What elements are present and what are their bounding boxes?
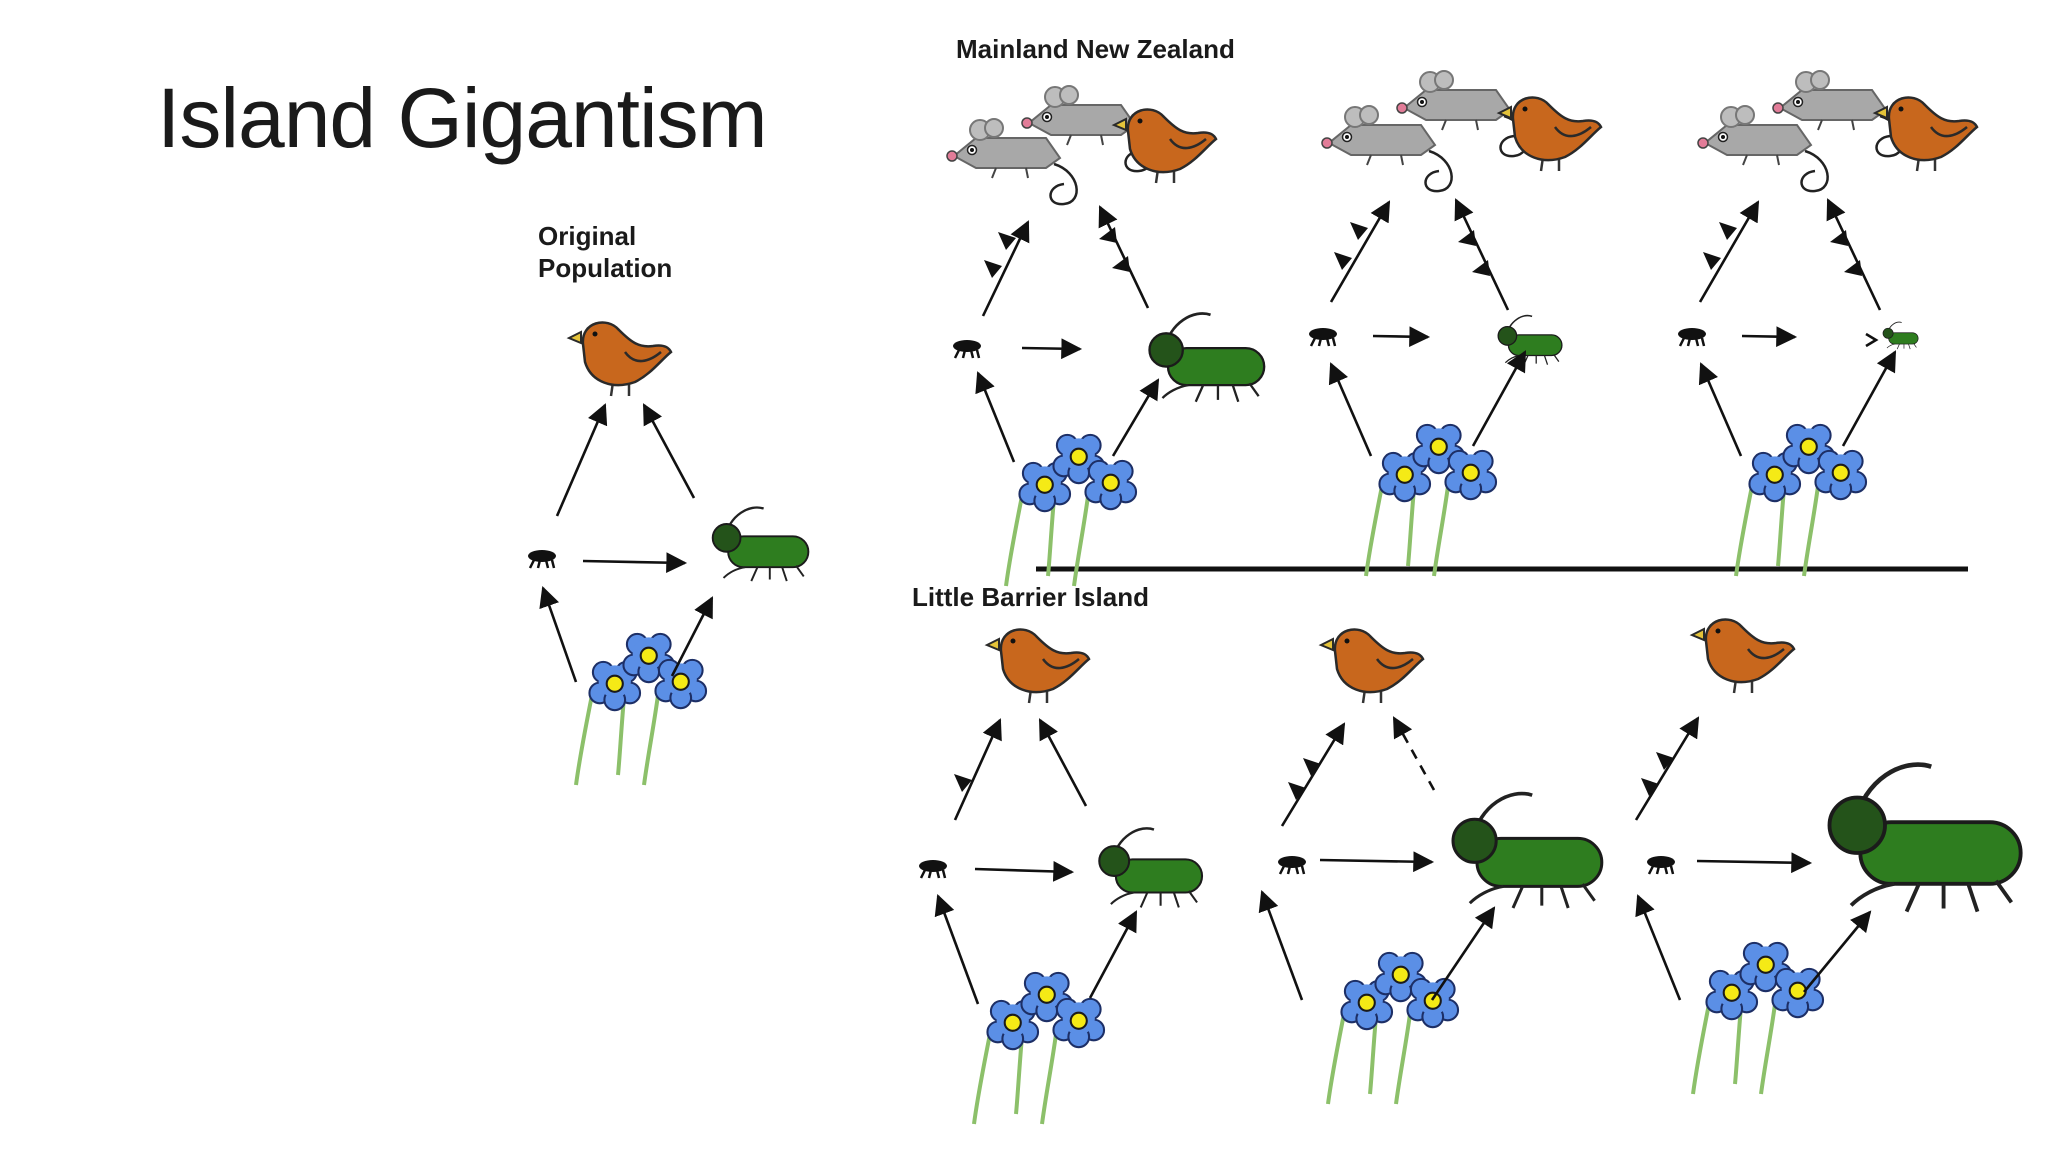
beetle-icon [1451, 791, 1604, 910]
small-predator-icon [951, 338, 983, 360]
mainland-panel-3 [1676, 69, 1979, 576]
small-predator-icon [1307, 326, 1339, 348]
label-island: Little Barrier Island [912, 582, 1149, 612]
label-original-line2: Population [538, 253, 673, 283]
flower-icon [576, 634, 706, 785]
small-predator-icon [526, 548, 558, 570]
mainland-panel-1 [945, 84, 1266, 586]
flower-icon [1328, 953, 1458, 1104]
small-predator-icon [1645, 854, 1677, 876]
beetle-icon [1882, 321, 1919, 350]
label-mainland: Mainland New Zealand [956, 34, 1235, 64]
bird-icon [567, 321, 673, 398]
small-predator-icon [1676, 326, 1708, 348]
bird-icon [985, 628, 1091, 705]
label-original-line1: Original [538, 221, 637, 251]
bird-icon [1873, 96, 1979, 173]
bird-icon [1319, 628, 1425, 705]
small-predator-icon [917, 858, 949, 880]
label-original: Original Population [538, 220, 672, 284]
flower-icon [974, 973, 1104, 1124]
island-panel-1 [917, 628, 1204, 1124]
slide-title: Island Gigantism [157, 71, 768, 165]
island-panel-3 [1634, 618, 2021, 1094]
bird-icon [1497, 96, 1603, 173]
small-predator-icon [1276, 854, 1308, 876]
bird-icon [1112, 108, 1218, 185]
beetle-icon [1497, 314, 1563, 366]
flower-icon [1736, 425, 1866, 576]
flower-icon [1366, 425, 1496, 576]
bird-icon [1690, 618, 1796, 695]
beetle-icon [711, 506, 810, 583]
beetle-icon [1148, 312, 1266, 404]
flower-icon [1006, 435, 1136, 586]
flower-icon [1693, 943, 1823, 1094]
beetle-icon [1098, 827, 1204, 909]
island-panel-2 [1258, 628, 1604, 1104]
mainland-panel-2 [1307, 69, 1603, 576]
original-population-web [526, 321, 810, 785]
beetle-icon [1830, 765, 2021, 912]
